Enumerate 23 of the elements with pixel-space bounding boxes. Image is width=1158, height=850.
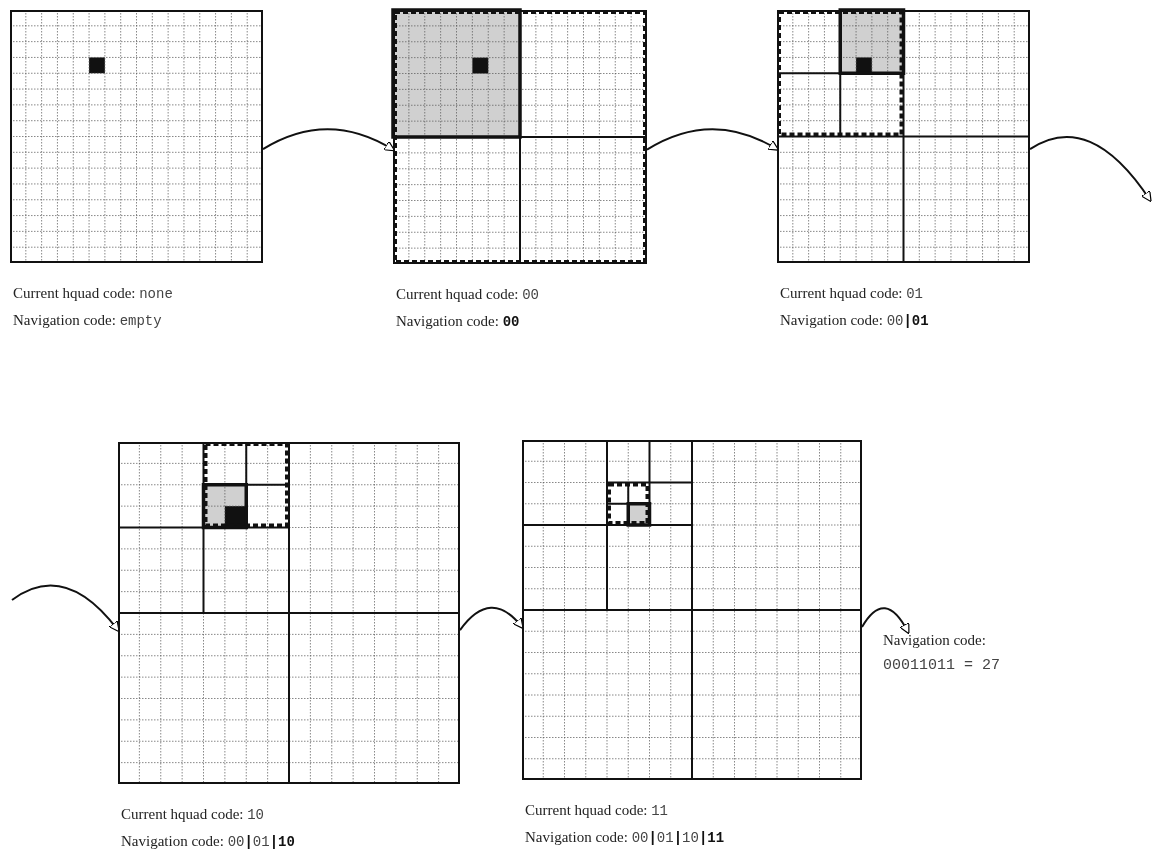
curved-arrow xyxy=(11,584,120,633)
grid-drawing xyxy=(10,10,263,263)
caption-text: Navigation code: 00|01|10 xyxy=(121,833,295,850)
curved-arrow xyxy=(861,607,910,635)
caption-text: Navigation code: 00 xyxy=(396,313,520,330)
caption-text: Current hquad code: 00 xyxy=(396,286,540,303)
caption-text: Navigation code: 00|01 xyxy=(780,312,929,329)
curved-arrow xyxy=(262,128,396,152)
curved-arrow xyxy=(459,606,524,632)
caption-text: Navigation code: 00|01|10|11 xyxy=(525,829,725,846)
caption-text: Navigation code: xyxy=(883,632,987,649)
caption-text: Current hquad code: none xyxy=(13,285,173,302)
grid-drawing xyxy=(118,442,460,784)
curved-arrow xyxy=(1029,136,1152,203)
curved-arrow xyxy=(646,128,780,151)
caption-text: Navigation code: empty xyxy=(13,312,162,329)
grid-drawing xyxy=(522,440,862,780)
caption-text: Current hquad code: 11 xyxy=(525,802,669,819)
grid-drawing xyxy=(777,10,1030,263)
caption-text: Current hquad code: 10 xyxy=(121,806,265,823)
grid-drawing xyxy=(393,10,647,264)
caption-text: Current hquad code: 01 xyxy=(780,285,924,302)
code-value: 00011011 = 27 xyxy=(883,657,1002,674)
